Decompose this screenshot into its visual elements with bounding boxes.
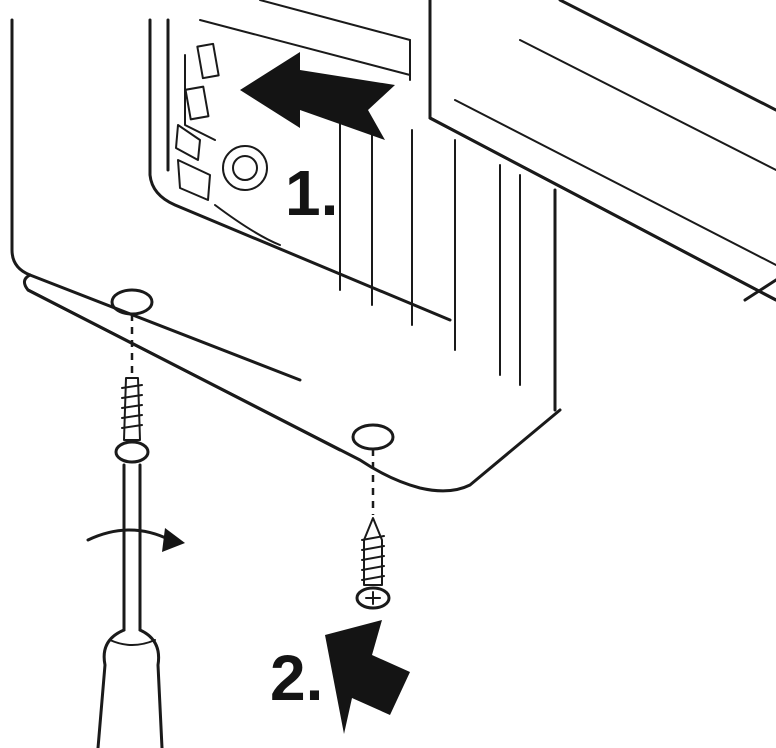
step-1-label: 1. xyxy=(285,157,338,229)
device-housing xyxy=(10,0,562,493)
mounting-hole-right xyxy=(351,423,395,451)
wall-cabinet xyxy=(428,0,776,302)
push-up-arrow-icon xyxy=(325,620,410,734)
screw-icon xyxy=(114,377,150,464)
screw-icon xyxy=(355,517,391,610)
step-2-label: 2. xyxy=(270,642,323,714)
mounting-hole-left xyxy=(110,288,154,316)
slide-arrow-icon xyxy=(240,52,395,140)
rotate-arrow-icon xyxy=(86,528,185,552)
screwdriver-icon xyxy=(96,463,164,748)
